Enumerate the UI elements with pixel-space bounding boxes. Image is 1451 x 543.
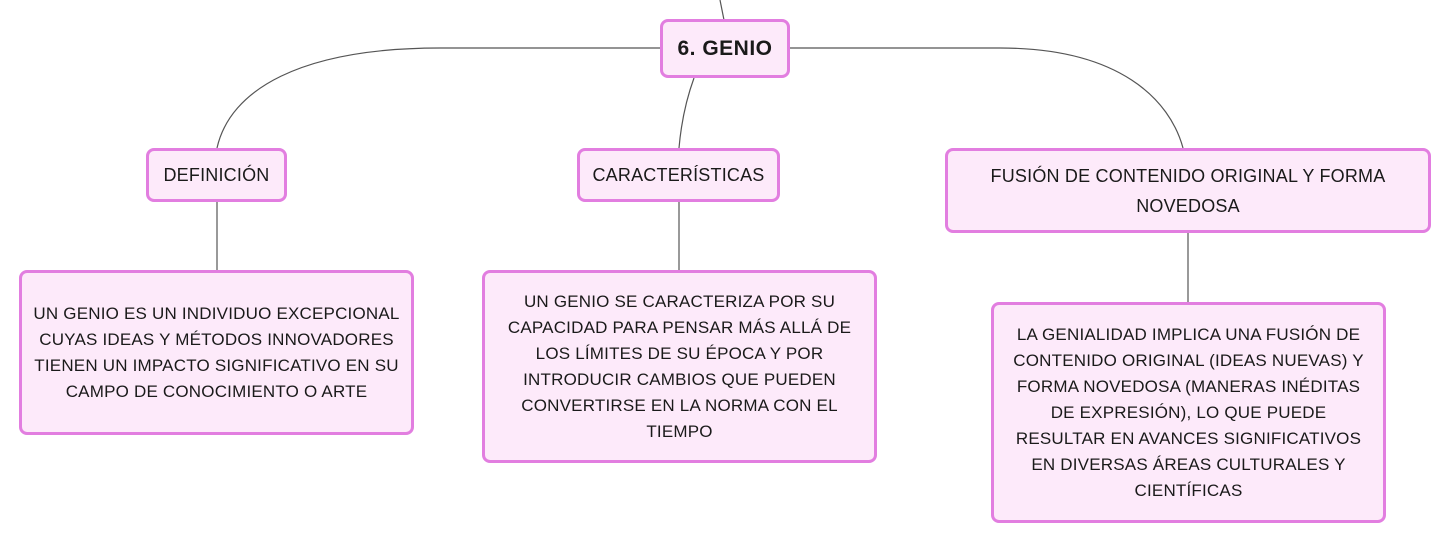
detail-text: UN GENIO SE CARACTERIZA POR SU CAPACIDAD… — [507, 291, 852, 441]
topic-node-definicion[interactable]: DEFINICIÓN — [146, 148, 287, 202]
detail-node-fusion[interactable]: LA GENIALIDAD IMPLICA UNA FUSIÓN DE CONT… — [991, 302, 1386, 523]
root-node-label: 6. GENIO — [677, 36, 773, 60]
root-node[interactable]: 6. GENIO — [660, 19, 790, 78]
detail-node-definicion[interactable]: UN GENIO ES UN INDIVIDUO EXCEPCIONAL CUY… — [19, 270, 414, 435]
detail-node-caracteristicas[interactable]: UN GENIO SE CARACTERIZA POR SU CAPACIDAD… — [482, 270, 877, 463]
topic-node-fusion[interactable]: FUSIÓN DE CONTENIDO ORIGINAL Y FORMA NOV… — [945, 148, 1431, 233]
detail-text: UN GENIO ES UN INDIVIDUO EXCEPCIONAL CUY… — [33, 303, 400, 401]
topic-label: FUSIÓN DE CONTENIDO ORIGINAL Y FORMA NOV… — [990, 165, 1386, 216]
connector-parent-to-root — [719, 0, 725, 21]
topic-node-caracteristicas[interactable]: CARACTERÍSTICAS — [577, 148, 780, 202]
detail-text: LA GENIALIDAD IMPLICA UNA FUSIÓN DE CONT… — [1013, 324, 1364, 500]
topic-label: CARACTERÍSTICAS — [592, 165, 765, 185]
connector-root-to-fusion — [789, 47, 1184, 149]
topic-label: DEFINICIÓN — [163, 165, 270, 185]
connector-root-to-definicion — [216, 47, 662, 149]
connector-root-to-caracteristicas — [678, 77, 695, 149]
